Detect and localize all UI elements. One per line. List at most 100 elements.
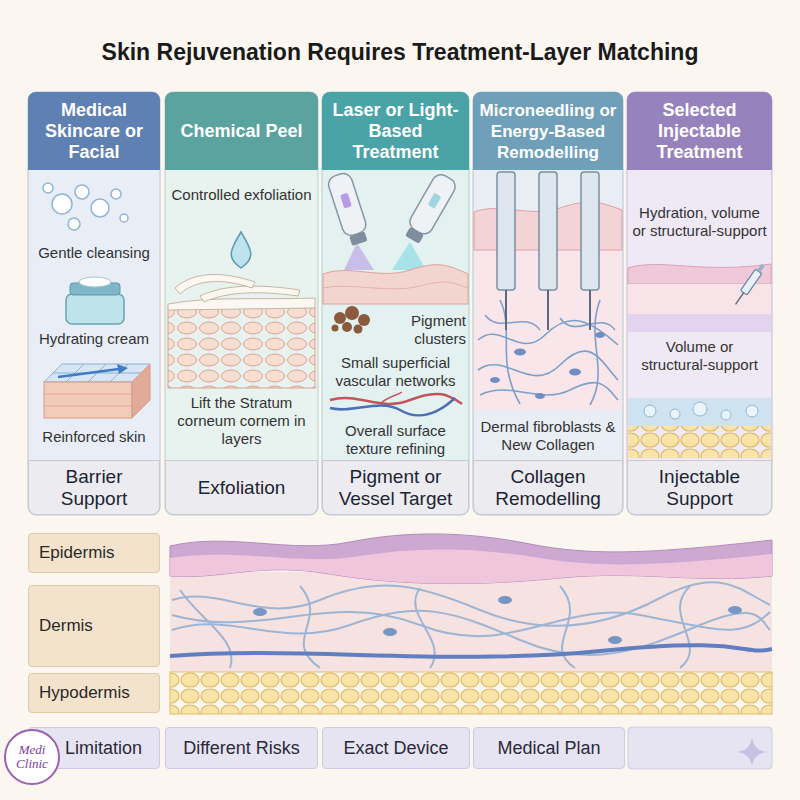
note-cell: Exact Device	[322, 727, 470, 769]
reinforced-skin-block	[44, 364, 150, 418]
column-header: Chemical Peel	[165, 92, 318, 170]
laser-handpiece-violet	[349, 231, 367, 245]
skin-cross-section	[170, 572, 772, 672]
light-handpiece-cyan	[402, 171, 459, 245]
reinforced-skin-block	[44, 406, 132, 407]
footer-label: Injectable Support	[634, 466, 765, 510]
volume-layers	[628, 398, 771, 426]
reinforced-skin-block	[58, 369, 119, 377]
layer-name: Epidermis	[39, 543, 149, 563]
column-panels	[28, 92, 160, 515]
microneedles	[505, 290, 507, 330]
empty-bottom-cell	[628, 727, 772, 769]
treatment-column: Chemical PeelControlled exfoliationLift …	[165, 92, 318, 515]
light-handpiece-cyan	[428, 193, 442, 209]
cleansing-bubbles	[52, 194, 72, 214]
skin-cross-section	[253, 596, 742, 644]
pigment-clusters	[358, 314, 370, 326]
column-panels	[28, 92, 772, 515]
footer-label: Collagen Remodelling	[480, 466, 616, 510]
body-label: Reinforced skin	[30, 428, 158, 446]
cleansing-bubbles	[91, 199, 109, 217]
fibroblast-cells	[514, 349, 526, 356]
layer-label-box: Dermis	[28, 585, 160, 667]
body-label: Hydrating cream	[30, 330, 158, 348]
microneedles	[581, 172, 599, 290]
treatment-column: Medical Skincare or FacialGentle cleansi…	[28, 92, 160, 515]
syringe	[741, 269, 762, 295]
syringe	[757, 264, 765, 273]
body-label: Lift the Stratum corneum cornem in layer…	[169, 394, 314, 448]
volume-layers	[644, 405, 656, 417]
column-header: Medical Skincare or Facial	[28, 92, 160, 170]
cleansing-bubbles	[43, 183, 128, 230]
layer-label-box: Hypodermis	[28, 673, 160, 713]
skin-cross-section	[170, 534, 772, 714]
skin-cross-section	[383, 628, 397, 636]
microneedles	[539, 172, 557, 290]
body-label: Volume or structural-support	[631, 338, 768, 374]
volume-layers	[721, 410, 731, 420]
reinforced-skin-block	[44, 382, 132, 418]
column-header: Microneedling or Energy-Based Remodellin…	[473, 92, 623, 170]
syringe	[732, 263, 766, 307]
column-panels	[473, 92, 623, 515]
body-label: Hydration, volume or structural-support	[631, 204, 768, 240]
layer-name: Hypodermis	[39, 683, 149, 703]
volume-layers	[670, 409, 680, 419]
skin-cross-section	[498, 596, 512, 604]
peeled-layers	[200, 286, 300, 302]
category-footer: Exfoliation	[165, 460, 318, 515]
category-footer: Pigment or Vessel Target	[322, 460, 469, 515]
note-cell: Different Risks	[165, 727, 318, 769]
footer-label: Barrier Support	[35, 466, 153, 510]
microneedles	[497, 172, 515, 290]
collagen-fibers	[560, 318, 615, 330]
skin-cross-section	[608, 636, 622, 644]
syringe	[736, 293, 744, 305]
volume-layers	[693, 402, 707, 416]
pigment-clusters	[332, 325, 339, 332]
cleansing-bubbles	[120, 214, 128, 222]
layer-name: Dermis	[39, 616, 149, 636]
microneedles	[589, 290, 591, 330]
volume-layers	[746, 405, 758, 417]
laser-handpiece-violet	[326, 171, 374, 270]
light-handpiece-cyan	[405, 227, 424, 244]
note-text: Limitation	[65, 738, 153, 759]
body-label: Small superficial vascular networks	[326, 354, 465, 390]
body-label: Gentle cleansing	[30, 244, 158, 262]
layer-label-box: Epidermis	[28, 533, 160, 573]
fibroblast-cells	[490, 377, 500, 383]
empty-bottom-cell	[738, 738, 766, 766]
column-panels	[165, 92, 318, 515]
cream-jar	[79, 277, 111, 287]
note-text: Different Risks	[172, 738, 311, 759]
column-header: Laser or Light-Based Treatment	[322, 92, 469, 170]
fibroblast-cells	[490, 332, 605, 399]
column-panels	[627, 92, 772, 515]
peeled-layers	[175, 274, 255, 294]
pigment-clusters	[334, 312, 346, 324]
peel-droplet	[231, 232, 251, 268]
collagen-fibers	[590, 300, 600, 405]
body-label: Overall surface texture refining	[326, 422, 465, 458]
body-label: Pigment clusters	[392, 312, 466, 348]
vascular-network	[330, 398, 455, 415]
collagen-fibers	[485, 315, 540, 330]
light-handpiece-cyan	[407, 171, 459, 237]
vascular-network	[330, 392, 462, 415]
skin-cross-section	[170, 672, 772, 714]
treatment-column: Selected Injectable TreatmentHydration, …	[627, 92, 772, 515]
laser-skin-band	[323, 265, 468, 304]
category-footer: Barrier Support	[28, 460, 160, 515]
category-footer: Collagen Remodelling	[473, 460, 623, 515]
category-footer: Injectable Support	[627, 460, 772, 515]
clinic-logo: Medi Clinic	[4, 729, 60, 785]
skin-cross-section	[253, 608, 267, 616]
empty-bottom-cell	[628, 727, 772, 769]
pigment-clusters	[345, 306, 359, 320]
cleansing-bubbles	[43, 183, 53, 193]
fibroblast-cells	[569, 369, 581, 376]
